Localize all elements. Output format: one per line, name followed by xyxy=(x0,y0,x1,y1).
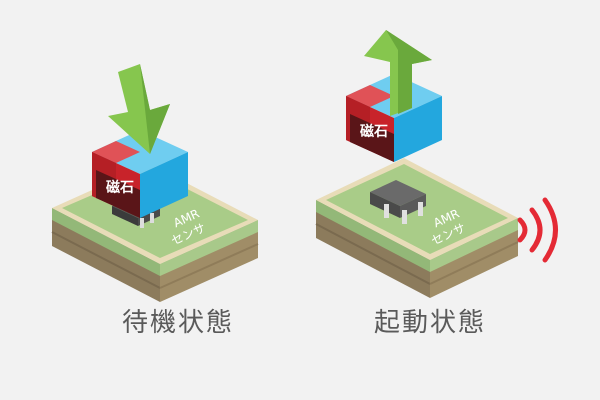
down-arrow-icon xyxy=(108,64,170,154)
active-caption: 起動状態 xyxy=(373,308,486,338)
standby-illustration: AMR センサ 磁石 xyxy=(51,64,259,302)
right-board-base xyxy=(315,158,519,298)
right-magnet-label: 磁石 xyxy=(360,123,388,140)
left-magnet-label: 磁石 xyxy=(106,179,134,196)
up-arrow-icon xyxy=(364,30,432,116)
signal-waves-icon xyxy=(517,197,558,263)
left-magnet xyxy=(92,130,188,218)
active-illustration: AMR センサ 磁石 xyxy=(315,30,558,298)
right-amr-sensor xyxy=(370,180,426,224)
standby-caption: 待機状態 xyxy=(121,308,234,338)
